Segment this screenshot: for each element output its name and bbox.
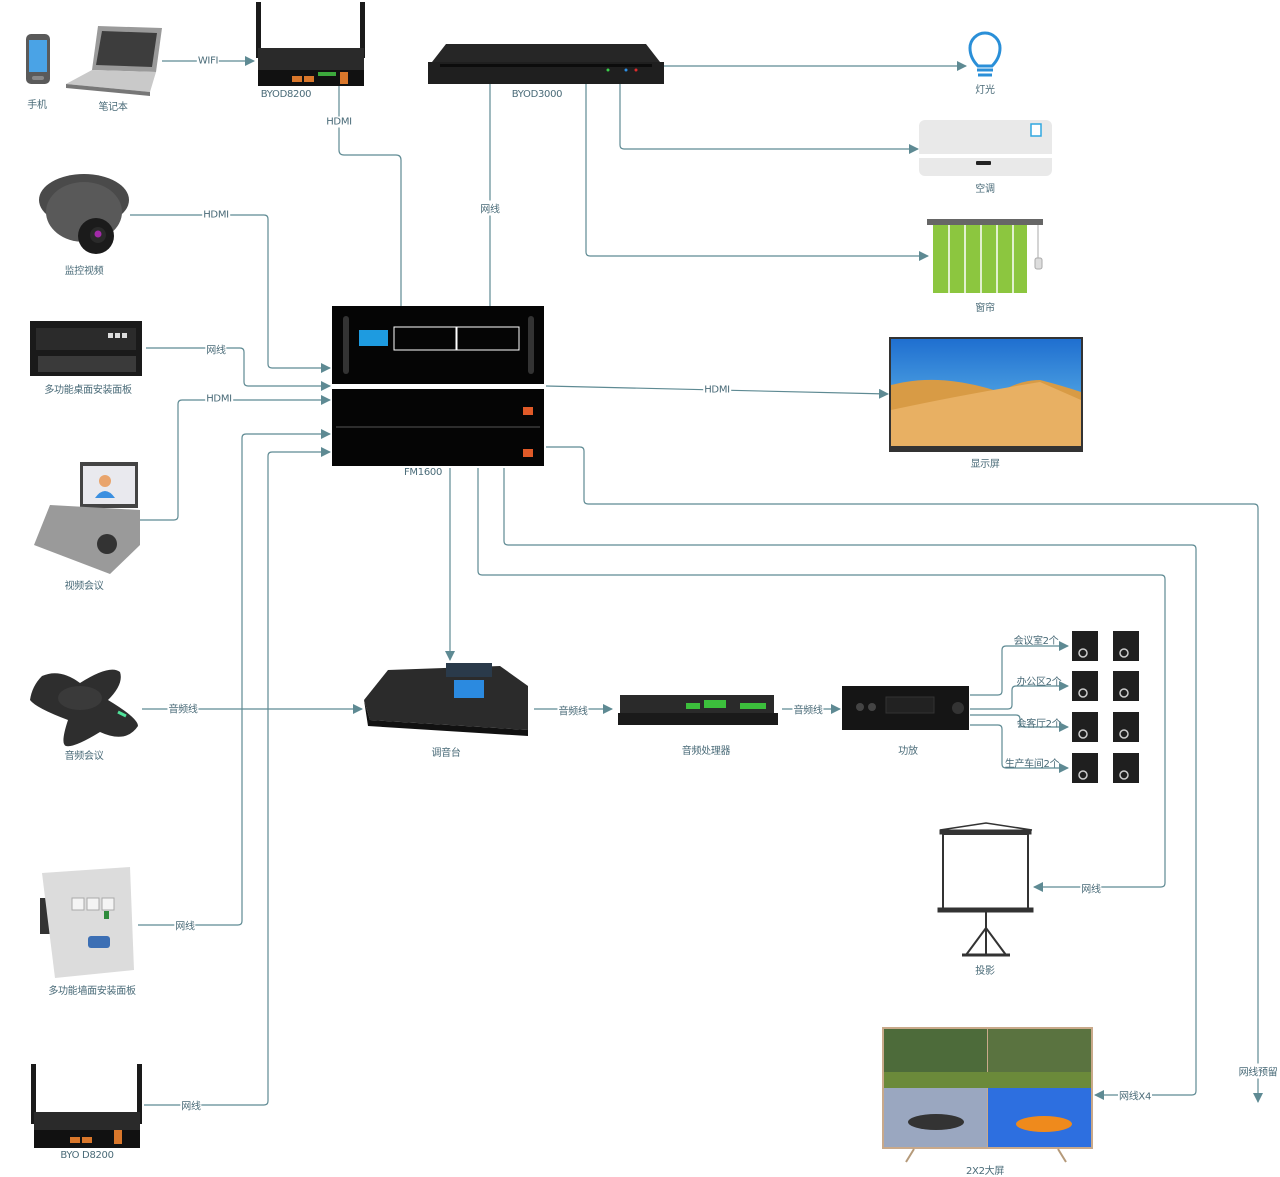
node-label-audio-conf: 音频会议 [64,751,104,762]
node-label-desk-panel: 多功能桌面安装面板 [44,385,132,396]
edge-label-hdmi-vc: HDMI [205,393,233,405]
node-label-ac: 空调 [975,184,995,195]
display-icon [889,337,1083,452]
node-label-byod-top: BYOD8200 [260,89,312,100]
matrix-switcher-icon [332,306,544,466]
node-label-display: 显示屏 [970,459,1000,470]
edge-label-wifi: WIFI [196,55,220,67]
edge-byod-hdmi [338,86,406,329]
speaker-icon [1072,753,1098,783]
edge-label-hdmi-byod: HDMI [325,116,353,128]
edge-label-net-wall: 网线 [174,917,196,933]
speaker-icon [1113,671,1139,701]
speaker-label-meeting-room: 会议室2个 [1013,636,1059,647]
speaker-array [1072,631,1139,783]
edge-reserve-net [546,446,1263,1103]
node-label-videowall: 2X2大屏 [965,1166,1005,1177]
curtain-icon [927,219,1043,293]
edge-camera-hdmi [130,214,331,373]
node-label-projector: 投影 [975,966,995,977]
amplifier-icon [842,686,969,730]
wall-panel-icon [40,867,134,978]
wireless-router-icon [256,2,365,86]
node-label-laptop: 笔记本 [98,102,128,113]
node-label-amp: 功放 [898,746,918,757]
edge-label-net-projector: 网线 [1080,880,1102,896]
edge-label-net-desk: 网线 [205,341,227,357]
node-label-matrix: FM1600 [403,467,443,478]
edge-label-hdmi-camera: HDMI [202,209,230,221]
edge-label-net-videowall: 网线X4 [1117,1087,1153,1103]
node-label-byod3000: BYOD3000 [511,89,563,100]
speaker-icon [1113,631,1139,661]
edge-wall-net [138,429,331,926]
edge-projector-net [477,468,1166,892]
dome-camera-icon [39,174,129,254]
speaker-label-office: 办公区2个 [1016,677,1062,688]
laptop-icon [66,26,162,96]
edge-amp-spk1 [970,641,1069,696]
edge-to-curtain [585,84,929,261]
speaker-icon [1113,712,1139,742]
video-conference-terminal-icon [34,462,140,574]
edge-byod-bottom-net [144,447,331,1106]
speaker-icon [1113,753,1139,783]
node-label-camera: 监控视频 [64,266,104,277]
speaker-label-workshop: 生产车间2个 [1004,759,1060,770]
speaker-icon [1072,631,1098,661]
edge-label-audio-mixer-dsp: 音频线 [557,702,589,718]
node-label-curtain: 窗帘 [975,303,995,314]
node-label-dsp: 音频处理器 [681,746,731,757]
node-label-mixer: 调音台 [431,748,461,759]
edge-label-net-byod-bottom: 网线 [180,1097,202,1113]
edge-label-net-byod3000: 网线 [479,200,501,216]
connectors [130,56,1263,1106]
edge-label-net-reserve: 网线预留 [1237,1063,1279,1079]
rack-controller-icon [428,44,664,84]
edge-to-ac [619,84,919,154]
node-label-light: 灯光 [975,85,995,96]
speaker-icon [1072,712,1098,742]
node-label-byod-bottom: BYO D8200 [60,1150,114,1161]
edge-amp-spk2 [970,681,1069,710]
node-label-video-conf: 视频会议 [64,581,104,592]
edge-vc-hdmi [140,395,331,521]
speaker-icon [1072,671,1098,701]
edge-videowall-net [503,468,1197,1100]
edge-amp-spk4 [970,724,1069,773]
node-label-phone: 手机 [27,100,47,111]
node-label-wall-panel: 多功能墙面安装面板 [48,986,136,997]
edge-label-audio-conf: 音频线 [167,700,199,716]
edge-label-hdmi-display: HDMI [703,384,731,396]
audio-processor-icon [618,695,778,725]
air-conditioner-icon [919,120,1052,176]
edge-label-audio-dsp-amp: 音频线 [792,701,824,717]
edge-desk-net [146,347,331,391]
speaker-label-reception: 会客厅2个 [1016,719,1062,730]
edge-amp-spk3 [970,714,1069,732]
mixing-console-icon [364,663,528,736]
projector-screen-icon [937,822,1034,957]
lightbulb-icon [968,31,1002,77]
mobile-phone-icon [26,34,50,84]
conference-speakerphone-icon [30,669,138,747]
wireless-router-icon [31,1064,142,1148]
desktop-panel-icon [30,321,142,376]
video-wall-icon [882,1027,1093,1163]
